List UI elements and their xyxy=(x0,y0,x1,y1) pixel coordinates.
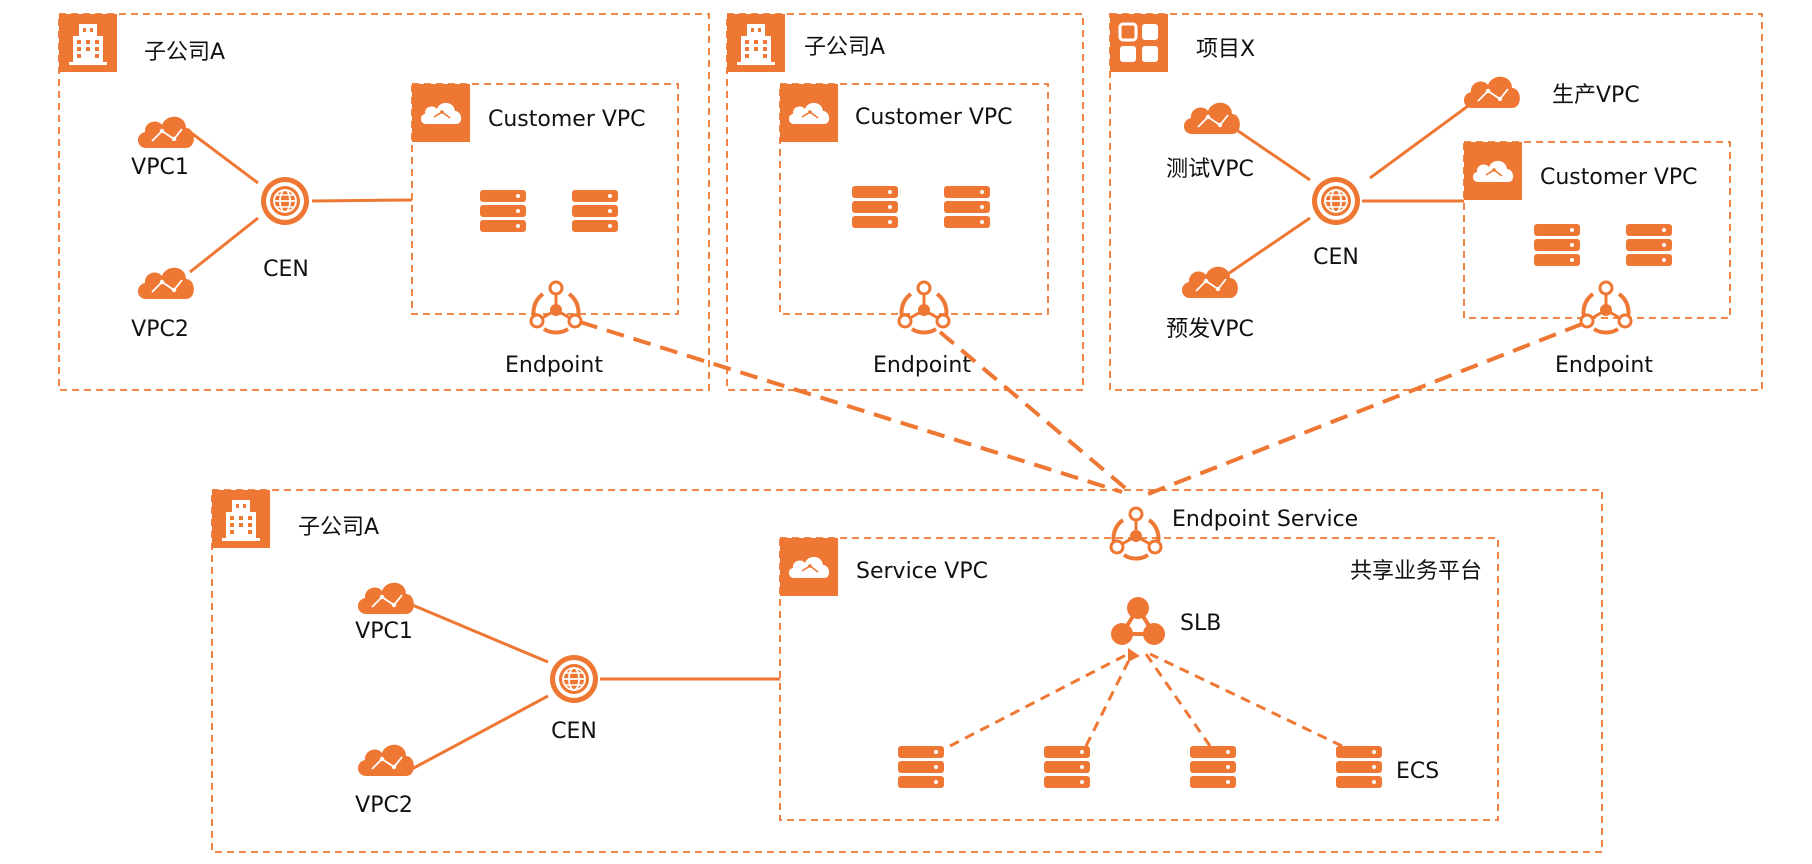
group-top-middle: 子公司A Customer VPC Endpoint xyxy=(726,13,1084,391)
cloud-icon xyxy=(779,537,839,597)
ecs-label: ECS xyxy=(1396,759,1439,784)
server-icon xyxy=(1190,746,1236,788)
group-bottom-title: 子公司A xyxy=(298,515,379,540)
cloud-icon xyxy=(137,266,195,300)
server-icon xyxy=(480,190,526,232)
cloud-icon xyxy=(137,115,195,149)
endpoint-icon xyxy=(1579,280,1633,335)
server-icon xyxy=(572,190,618,232)
slb-icon xyxy=(1109,595,1167,647)
cloud-icon xyxy=(1463,75,1521,109)
link-vpc2-cen xyxy=(189,216,259,274)
endpoint-links xyxy=(579,320,1583,496)
group-top-left-border xyxy=(58,13,710,391)
group-top-right-title: 项目X xyxy=(1196,37,1255,62)
link-pre-cen xyxy=(1221,216,1311,280)
vpc1-label: VPC1 xyxy=(355,619,413,644)
link-endpoint-middle-service xyxy=(938,330,1132,494)
endpoint-label: Endpoint xyxy=(873,353,971,378)
link-slb-ecs4 xyxy=(1149,652,1343,748)
cloud-icon xyxy=(779,83,839,143)
customer-vpc-label: Customer VPC xyxy=(488,107,646,132)
endpoint-icon xyxy=(1109,506,1163,561)
customer-vpc-box xyxy=(779,83,1049,315)
globe-icon xyxy=(549,654,599,704)
cloud-icon xyxy=(411,83,471,143)
service-vpc-label: Service VPC xyxy=(856,559,988,584)
arrow-head xyxy=(1128,648,1140,662)
group-top-left: 子公司A Customer VPC VPC1 VPC2 CEN Endpoint xyxy=(58,13,710,391)
slb-label: SLB xyxy=(1180,611,1221,636)
endpoint-icon xyxy=(529,280,583,335)
group-bottom: 子公司A Service VPC 共享业务平台 VPC1 VPC2 CEN En… xyxy=(211,489,1603,853)
globe-icon xyxy=(260,176,310,226)
link-slb-ecs2 xyxy=(1084,653,1134,747)
group-top-right-border xyxy=(1109,13,1763,391)
test-vpc-label: 测试VPC xyxy=(1166,157,1254,182)
server-icon xyxy=(944,186,990,228)
group-bottom-border xyxy=(211,489,1603,853)
vpc2-label: VPC2 xyxy=(131,317,189,342)
group-top-left-title: 子公司A xyxy=(144,40,225,65)
cen-label: CEN xyxy=(1313,245,1359,270)
link-vpc2-cen xyxy=(409,694,549,772)
cloud-icon xyxy=(357,743,415,777)
link-endpoint-left-service xyxy=(579,320,1123,494)
server-icon xyxy=(1534,224,1580,266)
customer-vpc-box xyxy=(411,83,679,315)
server-icon xyxy=(1044,746,1090,788)
group-top-right: 项目X Customer VPC 测试VPC 预发VPC 生产VPC CEN E… xyxy=(1108,12,1763,391)
cloud-icon xyxy=(1463,141,1523,201)
link-slb-ecs3 xyxy=(1144,653,1212,747)
customer-vpc-box xyxy=(1463,141,1731,319)
server-icon xyxy=(1336,746,1382,788)
customer-vpc-label: Customer VPC xyxy=(1540,165,1698,190)
link-vpc1-cen xyxy=(409,602,549,664)
link-slb-ecs1 xyxy=(949,652,1129,748)
pre-vpc-label: 预发VPC xyxy=(1166,317,1254,342)
link-vpc1-cen xyxy=(189,130,259,185)
endpoint-icon xyxy=(897,280,951,335)
server-icon xyxy=(852,186,898,228)
server-icon xyxy=(1626,224,1672,266)
endpoint-label: Endpoint xyxy=(505,353,603,378)
building-icon xyxy=(727,14,785,72)
service-vpc-box xyxy=(779,537,1499,821)
link-endpoint-right-service xyxy=(1147,322,1583,496)
link-prod-cen xyxy=(1369,104,1469,180)
cloud-icon xyxy=(357,581,415,615)
vpc1-label: VPC1 xyxy=(131,155,189,180)
prod-vpc-label: 生产VPC xyxy=(1552,83,1640,108)
building-icon xyxy=(212,490,270,548)
customer-vpc-label: Customer VPC xyxy=(855,105,1013,130)
endpoint-service-label: Endpoint Service xyxy=(1172,507,1358,532)
apps-icon xyxy=(1108,12,1170,74)
link-cen-vpc xyxy=(311,198,413,203)
cen-label: CEN xyxy=(551,719,597,744)
building-icon xyxy=(59,14,117,72)
platform-label: 共享业务平台 xyxy=(1350,559,1482,584)
group-top-middle-border xyxy=(726,13,1084,391)
vpc2-label: VPC2 xyxy=(355,793,413,818)
cen-label: CEN xyxy=(263,257,309,282)
globe-icon xyxy=(1311,176,1361,226)
endpoint-label: Endpoint xyxy=(1555,353,1653,378)
cloud-icon xyxy=(1183,101,1241,135)
group-top-middle-title: 子公司A xyxy=(804,35,885,60)
server-icon xyxy=(898,746,944,788)
